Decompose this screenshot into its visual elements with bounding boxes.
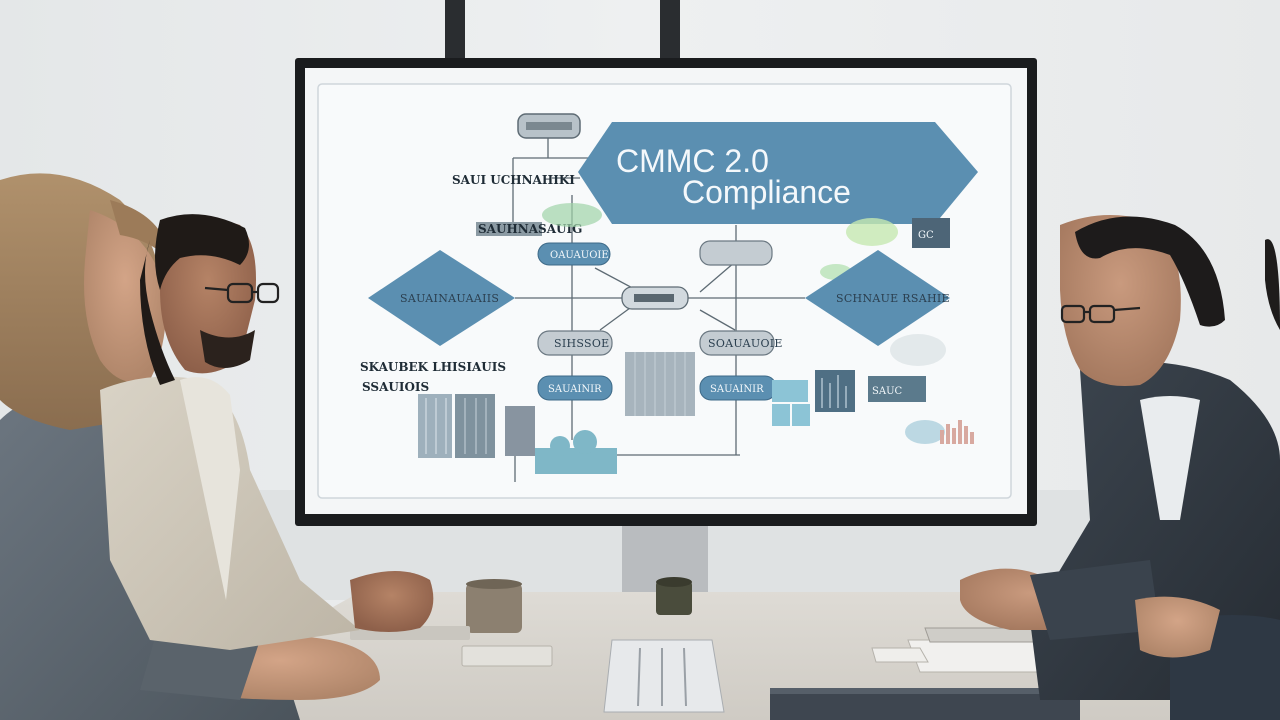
coffee-cup xyxy=(466,583,522,633)
node-bottom-right-label: SAUAINIR xyxy=(710,384,764,395)
node-top-left-label: OAUAUOIE xyxy=(550,250,609,261)
node-mid-left-label: SIHSSOE xyxy=(554,337,610,350)
glasses-icon-right xyxy=(1060,304,1141,324)
badge-gc xyxy=(912,218,950,248)
title-banner xyxy=(578,122,978,224)
node-top-left xyxy=(537,242,611,266)
lower-skyline-graphic xyxy=(535,430,617,474)
node-mid-right xyxy=(699,330,775,356)
glasses-icon xyxy=(204,282,280,304)
center-grid-panel xyxy=(625,352,695,416)
mount-pole-left xyxy=(445,0,465,60)
left-bar-graphic xyxy=(418,394,535,458)
green-decor-right xyxy=(846,218,898,246)
green-decor-left xyxy=(542,203,602,227)
left-diamond-label: SAUAINAUAAIIS xyxy=(400,292,499,305)
node-mid-left xyxy=(537,330,613,356)
right-soft-cloud xyxy=(890,334,946,366)
badge-sauc xyxy=(868,376,926,402)
node-bottom-left xyxy=(537,375,613,401)
papers-right-2 xyxy=(871,647,929,663)
laptop-keyboard xyxy=(603,639,725,713)
slide-title-line2: Compliance xyxy=(682,174,851,210)
left-diamond xyxy=(368,250,515,346)
right-cyan-blocks xyxy=(772,380,810,426)
left-side-label-2: SAUHNASAUIG xyxy=(478,222,582,236)
right-mini-bars xyxy=(940,420,974,444)
lower-left-label-2: SSAUIOIS xyxy=(362,380,429,394)
slide-title-line1: CMMC 2.0 xyxy=(616,143,769,179)
right-bar-chart xyxy=(815,370,855,412)
small-plant-pot xyxy=(656,581,692,615)
node-mid-right-label: SOAUAUOIE xyxy=(708,337,783,350)
node-bottom-left-label: SAUAINIR xyxy=(548,384,602,395)
person-far-right xyxy=(1135,239,1280,720)
lower-left-label-1: SKAUBEK LHISIAUIS xyxy=(360,360,506,374)
right-diamond-label: SCHNAUE RSAHIE xyxy=(836,292,950,305)
node-top-right xyxy=(699,240,773,266)
center-grid-lines xyxy=(634,352,686,416)
left-side-bar xyxy=(476,222,542,236)
mount-pole-right xyxy=(660,0,680,60)
right-cloud-decor xyxy=(905,420,945,444)
left-side-label: SAUI UCHNAHIKI xyxy=(452,173,575,187)
notepad-left xyxy=(461,645,553,667)
badge-sauc-label: SAUC xyxy=(872,386,903,397)
right-diamond xyxy=(805,250,950,346)
badge-gc-label: GC xyxy=(918,230,934,241)
tablet-right xyxy=(924,627,1041,643)
person-man-glasses-left xyxy=(100,214,434,650)
